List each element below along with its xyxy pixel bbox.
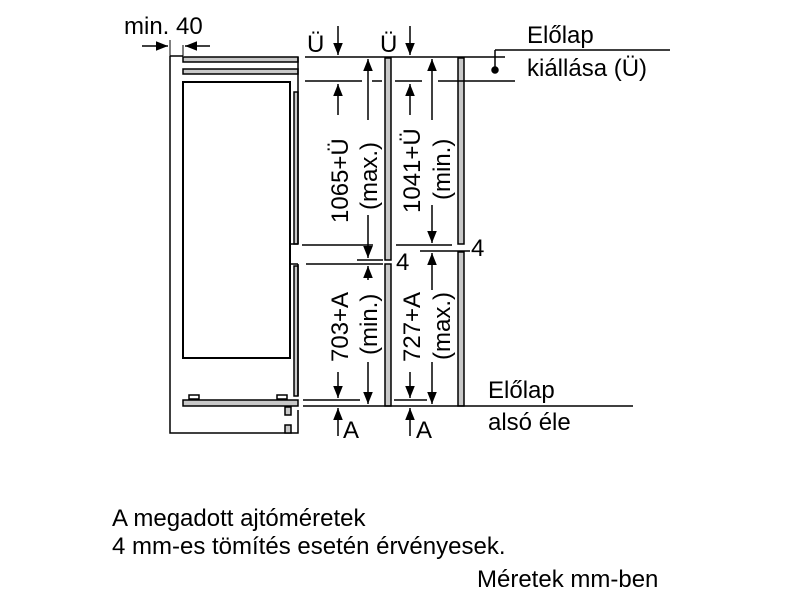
upper-door-min-qualifier: (min.) — [429, 139, 456, 200]
bottom-symbol-2: A — [416, 417, 432, 444]
cabinet-outline — [169, 56, 299, 434]
bottom-symbol-1: A — [343, 417, 359, 444]
lower-door-min-value: 703+A — [327, 292, 354, 362]
left-lower-door-panel — [384, 263, 392, 407]
upper-door-min-value: 1041+Ü — [399, 128, 426, 213]
top-panel-1 — [182, 56, 299, 63]
front-bottom-label-line2: alsó éle — [488, 409, 571, 436]
door-size-note-line2: 4 mm-es tömítés esetén érvényesek. — [112, 533, 506, 560]
fridge-side-view — [169, 45, 299, 434]
gap-label-left: 4 — [396, 249, 409, 276]
side-gap-dimension — [142, 40, 210, 56]
dimension-arrows — [333, 26, 437, 436]
front-overhang-label-line2: kiállása (Ü) — [527, 55, 647, 82]
bottom-panel — [182, 399, 299, 407]
lower-door-min-qualifier: (min.) — [356, 294, 383, 355]
side-gap-label: min. 40 — [124, 13, 203, 40]
overhang-symbol-2: Ü — [380, 31, 397, 58]
upper-door-max-value: 1065+Ü — [327, 138, 354, 223]
units-note: Méretek mm-ben — [477, 566, 659, 593]
reference-lines — [302, 49, 670, 407]
right-lower-door-panel — [457, 251, 465, 407]
door-size-note-line1: A megadott ajtóméretek — [112, 505, 366, 532]
gap-label-right: 4 — [471, 235, 484, 262]
top-panel-2 — [182, 68, 299, 75]
overhang-symbol-1: Ü — [307, 31, 324, 58]
fridge-body — [182, 81, 291, 359]
front-bottom-label-line1: Előlap — [488, 377, 555, 404]
front-overhang-label-line1: Előlap — [527, 22, 594, 49]
lower-door-max-value: 727+A — [399, 292, 426, 362]
left-upper-door-panel — [384, 57, 392, 261]
lower-door-max-qualifier: (max.) — [429, 292, 456, 360]
right-upper-door-panel — [457, 57, 465, 245]
upper-door-max-qualifier: (max.) — [356, 142, 383, 210]
